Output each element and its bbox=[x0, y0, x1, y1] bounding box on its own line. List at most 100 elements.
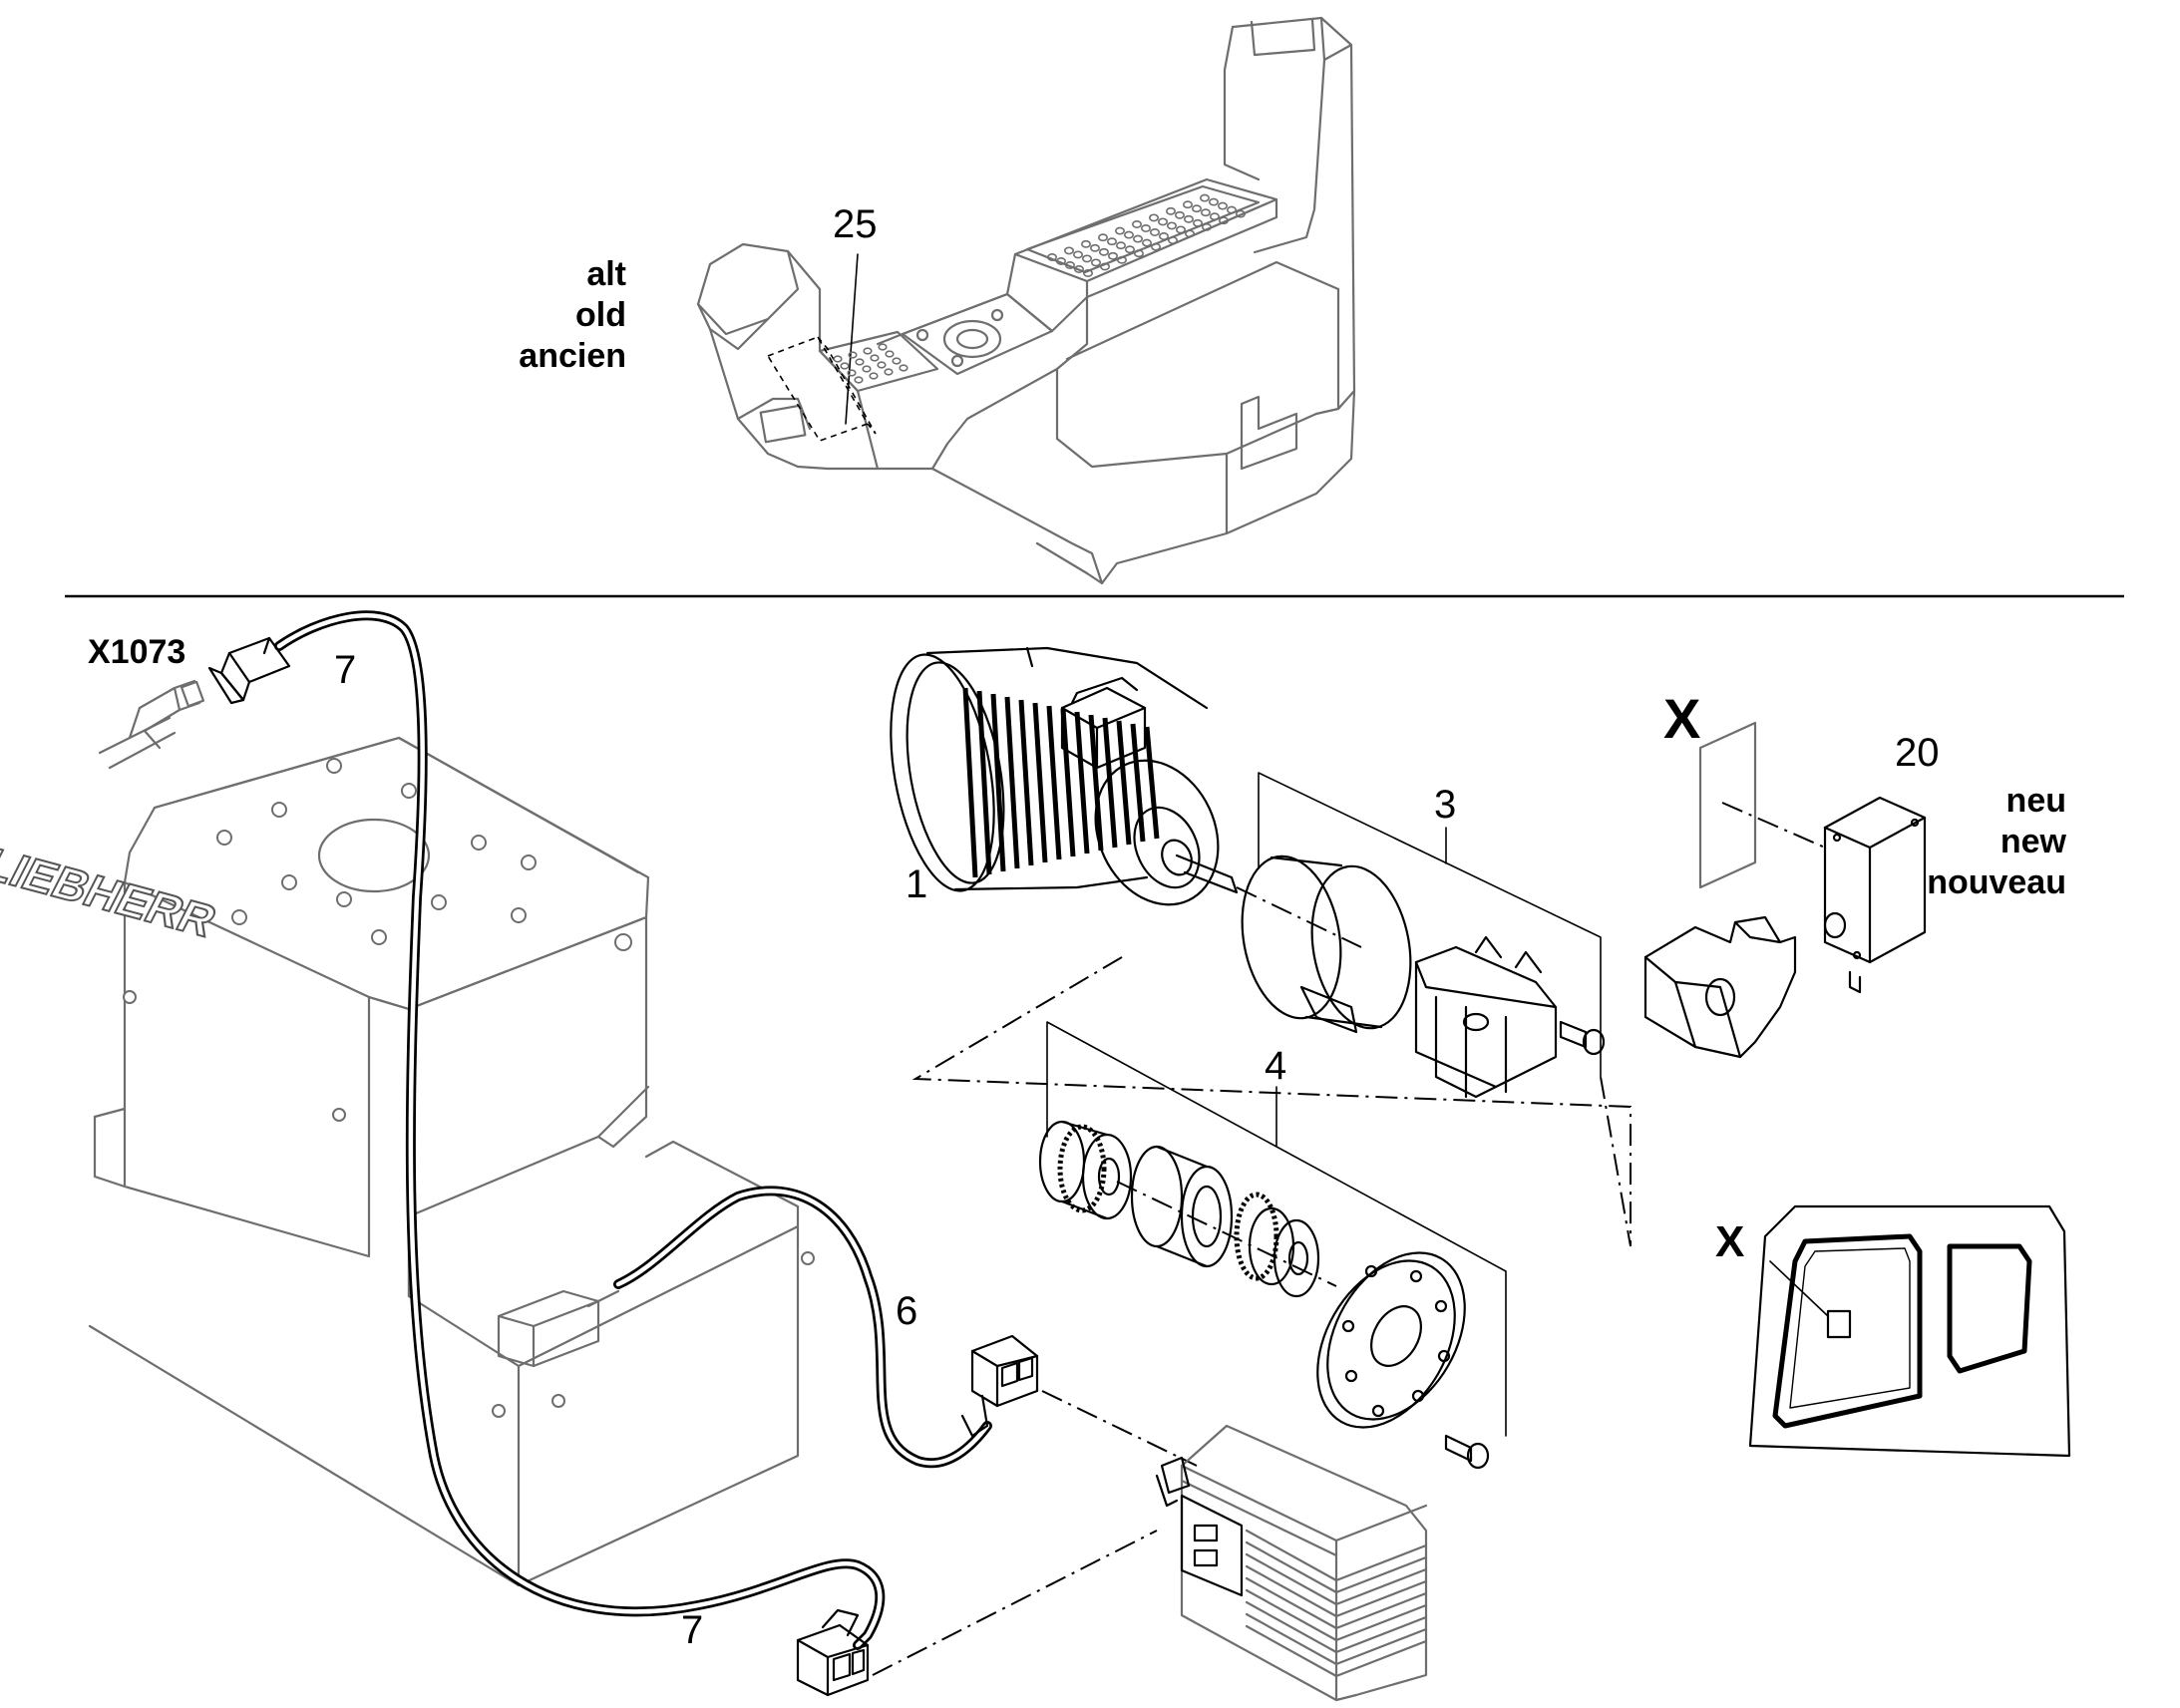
perforation-hole bbox=[1064, 246, 1075, 255]
heatsink-fin bbox=[1245, 1576, 1428, 1630]
perforation-hole bbox=[870, 354, 880, 362]
motor-fin bbox=[1060, 708, 1076, 857]
callout-25: 25 bbox=[833, 202, 878, 246]
motor-fin bbox=[1074, 711, 1090, 854]
shield-plate-x bbox=[1698, 721, 1757, 889]
perforation-hole bbox=[1151, 242, 1162, 251]
control-unit-fins bbox=[1245, 1529, 1428, 1678]
perforation-hole bbox=[1074, 265, 1085, 273]
perforation-hole bbox=[863, 347, 873, 355]
perforation-hole bbox=[1193, 218, 1204, 227]
label-new-en: new bbox=[2000, 823, 2067, 860]
label-old-en: old bbox=[575, 296, 626, 334]
motor-fin bbox=[1102, 717, 1118, 849]
heatsink-fin bbox=[1245, 1564, 1428, 1618]
clamping-ring bbox=[1241, 854, 1412, 1034]
perforation-hole bbox=[1133, 234, 1144, 243]
perforation-hole bbox=[1124, 230, 1135, 239]
heatsink-fin bbox=[1245, 1529, 1428, 1582]
frame-housing bbox=[88, 736, 815, 1587]
motor-fin bbox=[1004, 696, 1020, 869]
coupling-hub bbox=[1038, 1120, 1133, 1220]
perforation-hole bbox=[1107, 237, 1118, 246]
perforation-hole bbox=[1047, 253, 1058, 261]
connector-id-label: X1073 bbox=[88, 633, 185, 671]
perforation-hole bbox=[1073, 250, 1084, 259]
perforation-hole bbox=[1116, 241, 1127, 250]
old-seat-console bbox=[696, 16, 1356, 585]
perforation-hole bbox=[1115, 226, 1126, 235]
proximity-sensor bbox=[1823, 796, 1927, 994]
detail-mark-x: X bbox=[1663, 687, 1700, 750]
perforation-hole bbox=[862, 365, 872, 373]
callout-7-top: 7 bbox=[334, 648, 356, 692]
motor-fin bbox=[1144, 726, 1160, 840]
frame-brand-lettering: LIEBHERR bbox=[0, 839, 224, 946]
perforation-hole bbox=[1065, 261, 1076, 269]
sensor-mount bbox=[1643, 915, 1797, 1059]
perforation-hole bbox=[1056, 257, 1067, 265]
perforation-hole bbox=[877, 361, 887, 369]
perforation-hole bbox=[1134, 249, 1145, 258]
perforation-hole bbox=[885, 350, 895, 358]
callout-1: 1 bbox=[906, 862, 927, 906]
cable-6 bbox=[613, 1186, 992, 1469]
perforation-hole bbox=[1236, 209, 1247, 218]
bolt-group-4 bbox=[1444, 1434, 1490, 1470]
perforation-hole bbox=[848, 351, 858, 359]
perforation-hole bbox=[1117, 255, 1128, 264]
motor-fin bbox=[990, 693, 1006, 872]
perforation-hole bbox=[1210, 212, 1221, 221]
perforation-hole bbox=[1218, 201, 1229, 210]
perforation-hole bbox=[1176, 225, 1187, 234]
perforation-hole bbox=[1166, 206, 1177, 215]
perforation-hole bbox=[1158, 217, 1169, 226]
perforation-pattern-lower bbox=[833, 343, 908, 384]
connector-x1073 bbox=[98, 636, 291, 770]
coupling-sleeve bbox=[1130, 1145, 1234, 1268]
perforation-hole bbox=[1192, 204, 1203, 213]
perforation-hole bbox=[1108, 251, 1119, 260]
perforation-hole bbox=[1185, 229, 1196, 238]
perforation-hole bbox=[1082, 254, 1093, 263]
callout-4: 4 bbox=[1265, 1044, 1286, 1088]
perforation-hole bbox=[1184, 214, 1195, 223]
heatsink-fin bbox=[1245, 1552, 1428, 1606]
motor-fin bbox=[1116, 720, 1132, 846]
perforation-hole bbox=[1167, 221, 1178, 230]
callout-20: 20 bbox=[1895, 731, 1940, 775]
heatsink-fin bbox=[1245, 1624, 1428, 1678]
flange-plate bbox=[1316, 1251, 1466, 1429]
detail-mark-x-cab: X bbox=[1715, 1217, 1744, 1266]
perforation-hole bbox=[1202, 222, 1213, 231]
perforation-hole bbox=[1081, 239, 1092, 248]
heatsink-fin bbox=[1245, 1540, 1428, 1594]
perforation-hole bbox=[1090, 243, 1101, 252]
perforation-hole bbox=[1175, 210, 1186, 219]
perforation-hole bbox=[878, 343, 888, 351]
perforation-hole bbox=[1159, 232, 1170, 240]
motor-fin bbox=[1046, 705, 1062, 860]
perforation-hole bbox=[884, 368, 894, 376]
perforation-hole bbox=[899, 364, 908, 372]
perforation-hole bbox=[1099, 247, 1110, 256]
perforation-hole bbox=[1149, 213, 1160, 222]
perforation-hole bbox=[1083, 269, 1094, 277]
callout-6: 6 bbox=[896, 1289, 917, 1333]
motor-bracket bbox=[1414, 935, 1558, 1099]
motor-fin bbox=[1088, 714, 1104, 852]
perforation-hole bbox=[1168, 236, 1179, 244]
relay-box bbox=[497, 1289, 620, 1368]
perforation-hole bbox=[1100, 262, 1111, 271]
perforation-hole bbox=[869, 372, 879, 380]
perforation-hole bbox=[1142, 238, 1153, 247]
heatsink-fin bbox=[1245, 1600, 1428, 1654]
motor-fin bbox=[976, 690, 992, 875]
bolt-group-3 bbox=[1559, 1020, 1606, 1056]
perforation-hole bbox=[1125, 245, 1136, 254]
motor-fin bbox=[1032, 702, 1048, 863]
control-unit bbox=[1155, 1424, 1428, 1702]
perforation-hole bbox=[1183, 200, 1194, 209]
cable-7 bbox=[274, 610, 886, 1650]
